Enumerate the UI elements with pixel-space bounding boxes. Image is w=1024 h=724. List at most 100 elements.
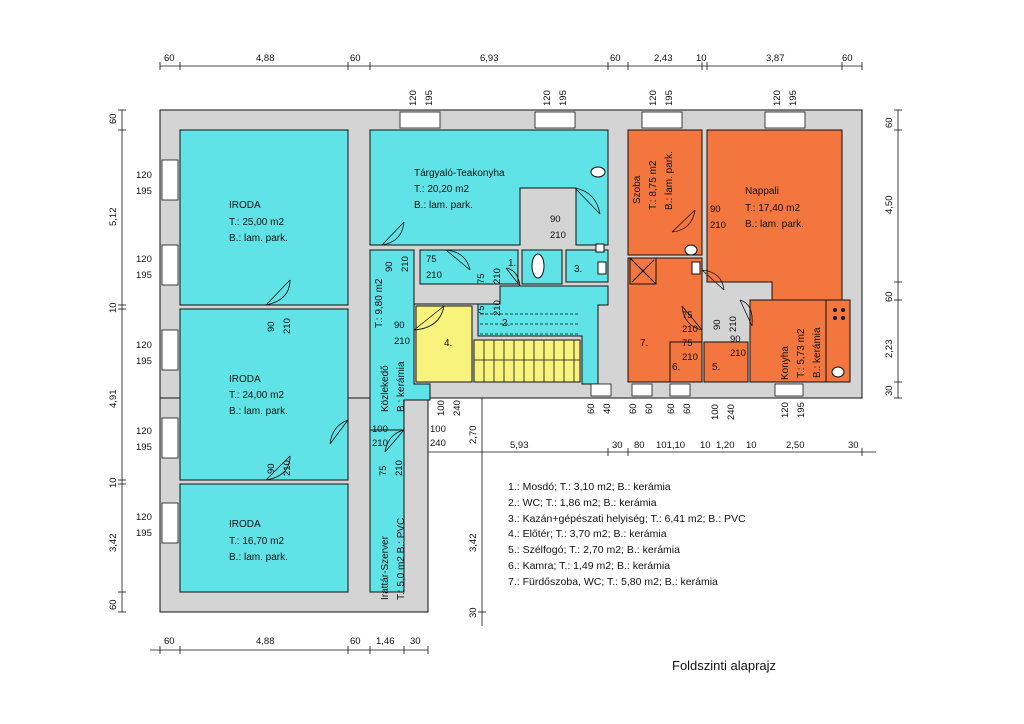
room-number: 5. <box>712 362 720 373</box>
window-width: 120 <box>408 90 419 106</box>
room-label-konyha: Konyha T.: 5,73 m2 B.: kerámia <box>780 327 823 380</box>
room-konyha <box>749 299 827 383</box>
legend-item: 2.: WC; T.: 1,86 m2; B.: kerámia <box>508 497 657 509</box>
dim-top: 60 <box>350 53 361 64</box>
room-lepcso <box>473 339 581 383</box>
door-height: 240 <box>430 438 446 449</box>
door-height: 210 <box>282 460 293 476</box>
room-area: T.: 17,40 m2 <box>745 203 800 214</box>
door-height: 210 <box>372 438 388 449</box>
door-width: 75 <box>378 465 389 476</box>
plan-title: Foldszinti alaprajz <box>672 658 776 673</box>
dim-left: 4,91 <box>108 390 119 409</box>
wc-bowl-icon <box>531 253 545 279</box>
room-label-iroda-2: IRODA T.: 24,00 m2 B.: lam. park. <box>229 374 288 417</box>
sink-icon <box>590 166 606 178</box>
door-width: 100 <box>710 404 721 420</box>
door-width: 75 <box>476 273 487 284</box>
window-width: 120 <box>136 426 152 437</box>
room-floor: B.: lam. park. <box>414 200 473 211</box>
door-width: 60 <box>586 403 597 414</box>
door-width: 90 <box>730 334 741 345</box>
room-name: Konyha <box>780 346 791 380</box>
door-width: 60 <box>628 403 639 414</box>
window-size-labels: 120 195 120 195 120 195 120 195 120 195 … <box>136 90 807 539</box>
window-height: 195 <box>796 402 807 418</box>
door-height: 210 <box>728 316 739 332</box>
room-name: IRODA <box>229 200 261 211</box>
door-width: 90 <box>384 261 395 272</box>
window-height: 195 <box>136 442 152 453</box>
bottom-dimensions: 60 4,88 60 1,46 30 <box>164 636 421 647</box>
room-kamra <box>669 341 703 383</box>
room-number: 3. <box>574 264 582 275</box>
dim-top: 60 <box>164 53 175 64</box>
dim-left: 60 <box>108 113 119 124</box>
dim-right: 60 <box>884 117 895 128</box>
room-floor: B.: lam. park. <box>229 406 288 417</box>
room-floor: B.: kerámia <box>812 327 823 378</box>
window-height: 195 <box>664 90 675 106</box>
room-label-targyalo: Tárgyaló-Teakonyha T.: 20,20 m2 B.: lam.… <box>414 168 505 211</box>
room-name: IRODA <box>229 519 261 530</box>
dim-right: 4,50 <box>884 196 895 215</box>
window-height: 195 <box>136 528 152 539</box>
door-width: 90 <box>712 319 723 330</box>
room-szelfogo <box>703 341 749 383</box>
dimension-lines <box>118 62 902 654</box>
door-height: 210 <box>400 256 411 272</box>
room-name: Nappali <box>745 186 779 197</box>
room-name: Szoba <box>632 175 643 204</box>
room-floor: B.: lam. park. <box>745 219 804 230</box>
window-width: 120 <box>136 340 152 351</box>
room-name: Közlekedő <box>380 365 391 412</box>
door-width: 75 <box>682 338 693 349</box>
room-label-iroda-3: IRODA T.: 16,70 m2 B.: lam. park. <box>229 519 288 563</box>
dim-top: 60 <box>610 53 621 64</box>
room-number: 1. <box>508 258 516 269</box>
door-width: 90 <box>266 463 277 474</box>
stair-treads <box>474 340 580 382</box>
door-width: 75 <box>426 254 437 265</box>
door-width: 100 <box>372 424 388 435</box>
window-width: 120 <box>136 254 152 265</box>
door-height: 210 <box>710 220 726 231</box>
room-floor: B.: lam. park. <box>664 151 675 210</box>
room-area: T.: 25,00 m2 <box>229 217 284 228</box>
door-swings <box>265 187 753 481</box>
dim-mid: 101,10 <box>656 440 685 451</box>
room-area: T.: 9,80 m2 <box>374 278 385 328</box>
room-irattar <box>369 429 405 593</box>
room-number: 2. <box>502 318 510 329</box>
right-vertical-dimensions: 60 4,50 60 2,23 30 <box>884 117 895 396</box>
door-height: 210 <box>550 230 566 241</box>
dim-right: 2,23 <box>884 340 895 359</box>
door-height: 210 <box>394 336 410 347</box>
window-width: 120 <box>542 90 553 106</box>
legend-item: 4.: Előtér; T.: 3,70 m2; B.: kerámia <box>508 528 667 540</box>
room-area: T.: 5,0 m2 B.: PVC <box>396 518 407 600</box>
door-width: 100 <box>436 400 447 416</box>
windows <box>161 111 806 544</box>
dim-top: 4,88 <box>256 53 275 64</box>
door-height: 60 <box>682 403 693 414</box>
legend: 1.: Mosdó; T.: 3,10 m2; B.: kerámia 2.: … <box>508 481 746 588</box>
door-height: 210 <box>394 460 405 476</box>
room-label-irattar: Irattár-Szerver T.: 5,0 m2 B.: PVC <box>380 518 407 600</box>
window-width: 120 <box>648 90 659 106</box>
kitchen-sink-icon <box>831 366 845 378</box>
door-height: 210 <box>426 270 442 281</box>
room-iroda-3 <box>179 483 349 593</box>
room-floor: B.: lam. park. <box>229 233 288 244</box>
boiler-icon <box>691 261 701 275</box>
door-width: 100 <box>430 424 446 435</box>
dim-top: 3,87 <box>766 53 785 64</box>
dim-mid-vertical: 2,70 <box>468 426 479 445</box>
dim-mid: 1,20 <box>716 440 735 451</box>
dim-bottom: 4,88 <box>256 636 275 647</box>
dim-left: 10 <box>108 477 119 488</box>
room-eloter <box>415 305 473 383</box>
dim-mid: 30 <box>612 440 623 451</box>
dim-mid: 5,93 <box>510 440 529 451</box>
